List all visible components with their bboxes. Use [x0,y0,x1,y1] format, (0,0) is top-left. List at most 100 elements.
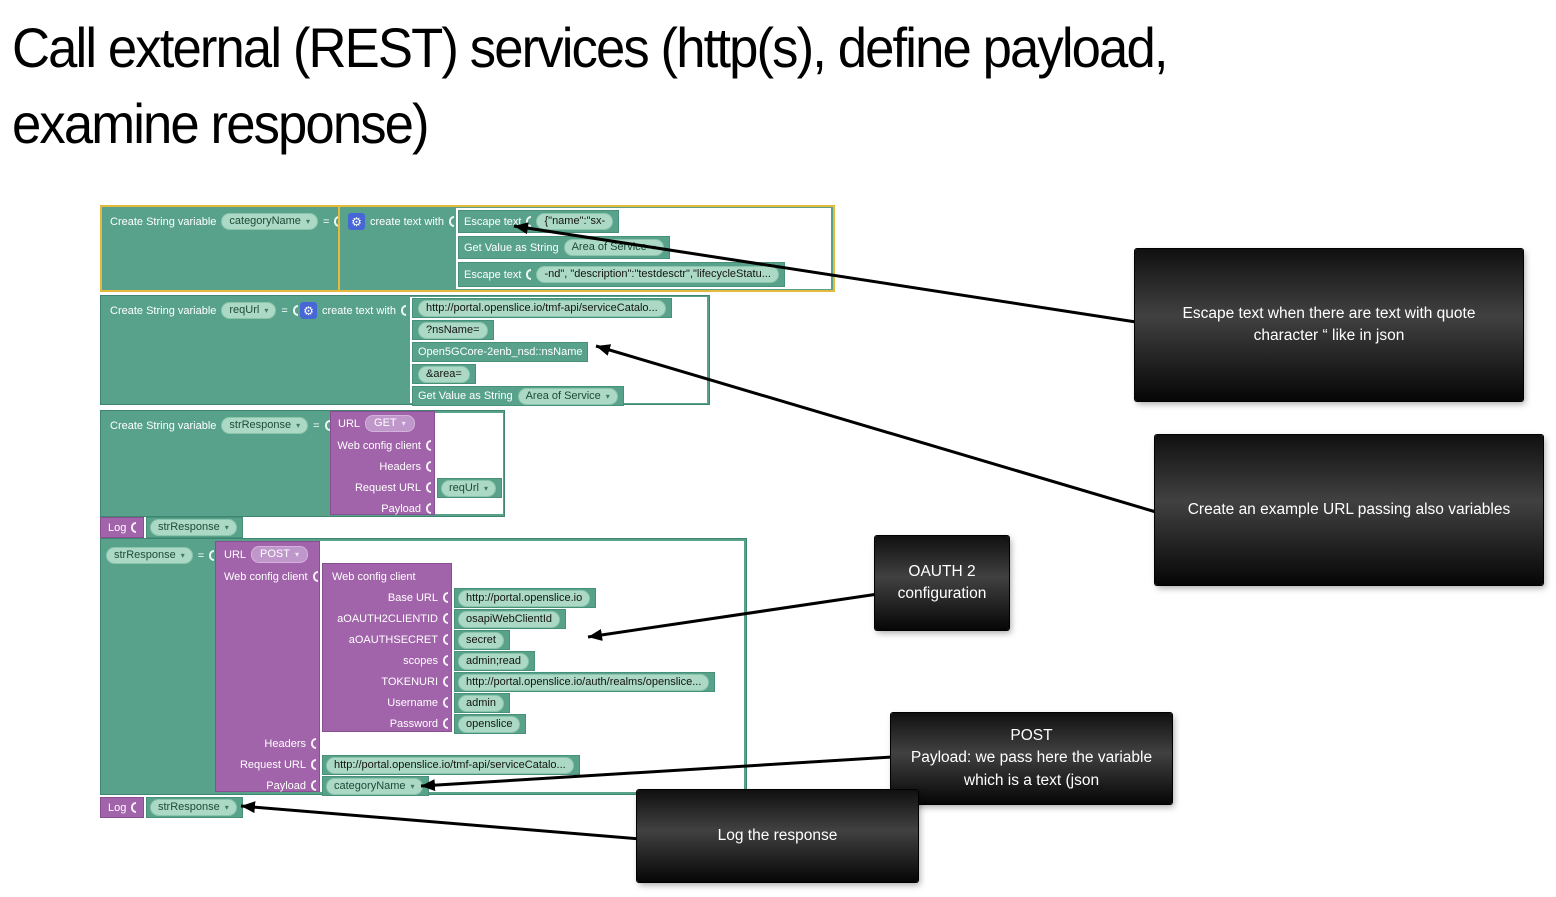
block-url-post[interactable] [215,541,320,792]
equals-label: = [197,549,205,562]
create-string-variable-label: Create String variable [110,304,217,317]
oauth2-clientid-row: aOAUTH2CLIENTID [322,608,452,629]
oauth-secret-label: aOAUTHSECRET [348,633,438,646]
variable-dropdown-requrl[interactable]: reqUrl [441,479,496,497]
escape-text-label: Escape text [464,268,522,281]
variable-dropdown-requrl[interactable]: reqUrl [221,302,277,319]
headers-row: Headers [215,733,320,754]
text-field[interactable]: http://portal.openslice.io/auth/realms/o… [458,673,710,691]
variable-dropdown-strresponse[interactable]: strResponse [150,799,237,816]
create-text-with-block[interactable]: ⚙ create text with [300,300,406,321]
headers-label: Headers [264,737,306,750]
socket-icon [400,305,406,316]
text-field[interactable]: admin [458,694,504,712]
socket-icon [426,503,431,514]
payload-label: Payload [381,502,421,515]
method-dropdown-post[interactable]: POST [251,546,308,563]
variable-dropdown-strresponse[interactable]: strResponse [221,417,309,434]
log-label: Log [108,801,127,814]
text-field[interactable]: openslice [458,715,521,733]
base-url-row: Base URL [322,587,452,608]
block-text-url-part[interactable]: http://portal.openslice.io/tmf-api/servi… [412,298,672,318]
request-url-row: Request URL [330,477,435,498]
text-field[interactable]: http://portal.openslice.io/tmf-api/servi… [418,299,666,317]
text-field[interactable]: ?nsName= [418,321,488,339]
block-variable-requrl[interactable]: reqUrl [437,478,502,498]
text-field[interactable]: secret [458,631,504,649]
socket-icon [312,571,318,582]
gear-icon[interactable]: ⚙ [348,213,365,230]
block-variable-categoryname[interactable]: categoryName [322,776,429,796]
oauth2-clientid-label: aOAUTH2CLIENTID [337,612,438,625]
variable-dropdown-area-of-service[interactable]: Area of Service [517,387,618,405]
web-config-client-label: Web config client [337,439,421,452]
arrow-log-response [240,801,642,841]
block-get-value-as-string-1[interactable]: Get Value as String Area of Service [458,236,670,259]
socket-icon [426,440,431,451]
create-string-variable-label: Create String variable [110,215,217,228]
socket-icon [448,216,454,227]
text-field[interactable]: -nd", "description":"testdesctr","lifecy… [536,266,779,283]
socket-icon [131,802,137,813]
text-field[interactable]: http://portal.openslice.io [458,589,591,607]
block-text-secret[interactable]: secret [454,630,510,650]
callout-oauth-config: OAUTH 2 configuration [875,536,1009,630]
socket-icon [131,522,137,533]
block-text-nsname-param[interactable]: ?nsName= [412,320,494,340]
variable-dropdown-area-of-service[interactable]: Area of Service [563,239,664,256]
oauth-secret-row: aOAUTHSECRET [322,629,452,650]
variable-dropdown-strresponse[interactable]: strResponse [106,547,193,564]
create-text-with-label: create text with [370,215,444,228]
block-variable-nsname[interactable]: Open5GCore-2enb_nsd::nsName [412,342,589,362]
text-field[interactable]: admin;read [458,652,530,670]
variable-getter-label: Open5GCore-2enb_nsd::nsName [418,346,583,358]
block-text-username[interactable]: admin [454,693,510,713]
create-text-with-block[interactable]: ⚙ create text with [348,211,454,232]
password-label: Password [389,717,438,730]
block-escape-text-1[interactable]: Escape text {"name":"sx- [458,210,620,233]
request-url-label: Request URL [239,758,306,771]
callout-url-example: Create an example URL passing also varia… [1155,435,1543,585]
url-method-row: URL GET [334,413,419,434]
block-text-tokenuri[interactable]: http://portal.openslice.io/auth/realms/o… [454,672,716,692]
socket-icon [209,550,215,561]
gear-icon[interactable]: ⚙ [300,302,317,319]
variable-dropdown-categoryname[interactable]: categoryName [326,777,423,795]
log-label: Log [108,521,127,534]
callout-text: Escape text when there are text with quo… [1182,304,1476,344]
block-text-scopes[interactable]: admin;read [454,651,536,671]
create-string-variable-label: Create String variable [110,419,217,432]
base-url-label: Base URL [387,591,438,604]
block-variable-strresponse[interactable]: strResponse [146,797,243,818]
block-web-config-client[interactable] [322,563,452,732]
block-text-base-url[interactable]: http://portal.openslice.io [454,588,597,608]
socket-icon [311,780,316,791]
block-text-password[interactable]: openslice [454,714,527,734]
socket-icon [334,216,340,227]
text-field[interactable]: osapiWebClientId [458,610,561,628]
callout-text: Create an example URL passing also varia… [1187,500,1511,518]
callout-escape-text: Escape text when there are text with quo… [1135,249,1523,401]
text-field[interactable]: {"name":"sx- [536,213,614,230]
block-get-value-as-string-2[interactable]: Get Value as String Area of Service [412,386,624,406]
socket-icon [311,759,316,770]
text-field[interactable]: &area= [418,365,470,383]
block-escape-text-2[interactable]: Escape text -nd", "description":"testdes… [458,262,785,287]
callout-post-payload: POST Payload: we pass here the variable … [891,713,1172,804]
text-field[interactable]: http://portal.openslice.io/tmf-api/servi… [326,756,574,774]
web-config-client-header: Web config client [328,566,420,587]
block-text-clientid[interactable]: osapiWebClientId [454,609,567,629]
block-variable-strresponse[interactable]: strResponse [146,517,243,538]
socket-icon [324,420,330,431]
block-text-area-param[interactable]: &area= [412,364,476,384]
variable-dropdown-categoryname[interactable]: categoryName [221,213,318,230]
method-dropdown-get[interactable]: GET [365,415,415,432]
variable-dropdown-strresponse[interactable]: strResponse [150,519,237,536]
socket-icon [443,655,448,666]
block-text-request-url[interactable]: http://portal.openslice.io/tmf-api/servi… [322,755,580,775]
get-value-label: Get Value as String [464,241,559,254]
selection-divider [338,207,340,290]
page-title: Call external (REST) services (http(s), … [12,16,1168,156]
socket-icon [443,613,448,624]
